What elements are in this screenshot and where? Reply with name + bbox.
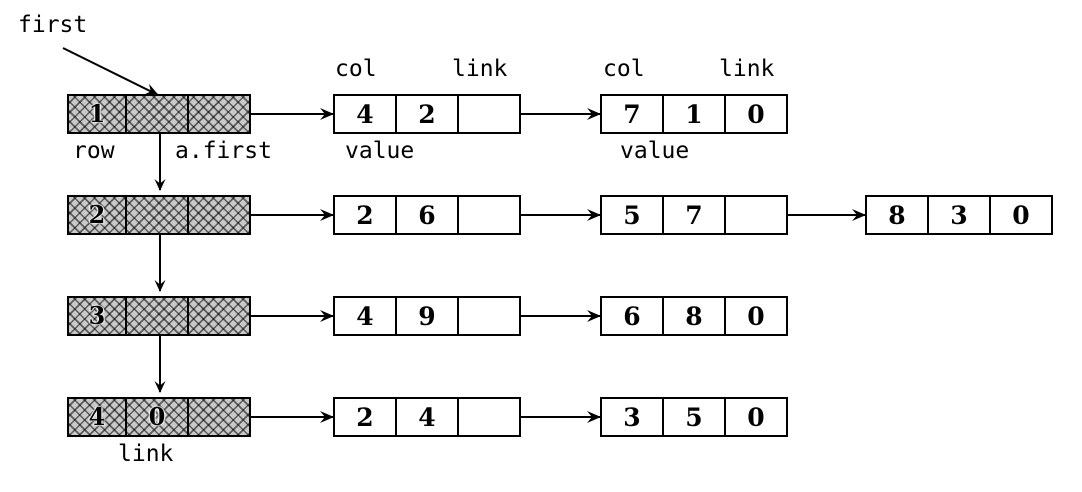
header-cell-afirst xyxy=(189,298,249,334)
node-cell-value: 8 xyxy=(664,298,726,334)
header-cell-row: 4 xyxy=(69,399,127,435)
node-r1-n2[interactable]: 7 1 0 xyxy=(600,94,788,134)
node-cell-col: 3 xyxy=(602,399,664,435)
node-cell-link xyxy=(459,298,519,334)
header-cell-link xyxy=(127,96,189,132)
node-cell-col: 7 xyxy=(602,96,664,132)
header-cell-afirst xyxy=(189,96,249,132)
header-row-4[interactable]: 4 0 xyxy=(67,397,251,437)
node-cell-col: 4 xyxy=(335,96,397,132)
header-cell-link xyxy=(127,197,189,233)
node-cell-value: 4 xyxy=(397,399,459,435)
node-r2-n2[interactable]: 5 7 xyxy=(600,195,788,235)
node-cell-value: 3 xyxy=(929,197,991,233)
node-cell-value: 6 xyxy=(397,197,459,233)
node-cell-col: 2 xyxy=(335,399,397,435)
node-r4-n1[interactable]: 2 4 xyxy=(333,397,521,437)
col-label-1: col xyxy=(335,56,377,82)
bottom-link-label: link xyxy=(118,441,174,467)
header-cell-row: 1 xyxy=(69,96,127,132)
row-label: row xyxy=(73,138,115,164)
node-cell-link: 0 xyxy=(747,402,765,432)
a-first-label: a.first xyxy=(175,138,272,164)
node-r1-n1[interactable]: 4 2 xyxy=(333,94,521,134)
node-cell-link xyxy=(459,96,519,132)
node-cell-col: 2 xyxy=(335,197,397,233)
value-label-2: value xyxy=(620,138,690,164)
header-cell-link xyxy=(127,298,189,334)
node-r3-n2[interactable]: 6 8 0 xyxy=(600,296,788,336)
node-cell-link xyxy=(726,197,786,233)
node-cell-value: 1 xyxy=(664,96,726,132)
value-label-1: value xyxy=(345,138,415,164)
header-cell-afirst xyxy=(189,197,249,233)
node-cell-col: 6 xyxy=(602,298,664,334)
link-label-1: link xyxy=(452,56,508,82)
header-row-3[interactable]: 3 xyxy=(67,296,251,336)
node-cell-value: 5 xyxy=(664,399,726,435)
node-r2-n1[interactable]: 2 6 xyxy=(333,195,521,235)
node-cell-link: 0 xyxy=(1012,200,1030,230)
node-r2-n3[interactable]: 8 3 0 xyxy=(865,195,1053,235)
node-cell-link: 0 xyxy=(747,301,765,331)
col-label-2: col xyxy=(603,56,645,82)
node-cell-value: 9 xyxy=(397,298,459,334)
node-cell-col: 4 xyxy=(335,298,397,334)
header-row-2[interactable]: 2 xyxy=(67,195,251,235)
node-cell-value: 7 xyxy=(664,197,726,233)
node-cell-col: 5 xyxy=(602,197,664,233)
node-r3-n1[interactable]: 4 9 xyxy=(333,296,521,336)
header-cell-link: 0 xyxy=(127,399,189,435)
header-cell-row: 2 xyxy=(69,197,127,233)
header-cell-row: 3 xyxy=(69,298,127,334)
node-cell-value: 2 xyxy=(397,96,459,132)
node-cell-link xyxy=(459,197,519,233)
header-row-1[interactable]: 1 xyxy=(67,94,251,134)
link-label-2: link xyxy=(719,56,775,82)
node-cell-col: 8 xyxy=(867,197,929,233)
first-pointer-label: first xyxy=(18,12,88,38)
node-cell-link xyxy=(459,399,519,435)
node-cell-link: 0 xyxy=(747,99,765,129)
node-r4-n2[interactable]: 3 5 0 xyxy=(600,397,788,437)
header-cell-afirst xyxy=(189,399,249,435)
